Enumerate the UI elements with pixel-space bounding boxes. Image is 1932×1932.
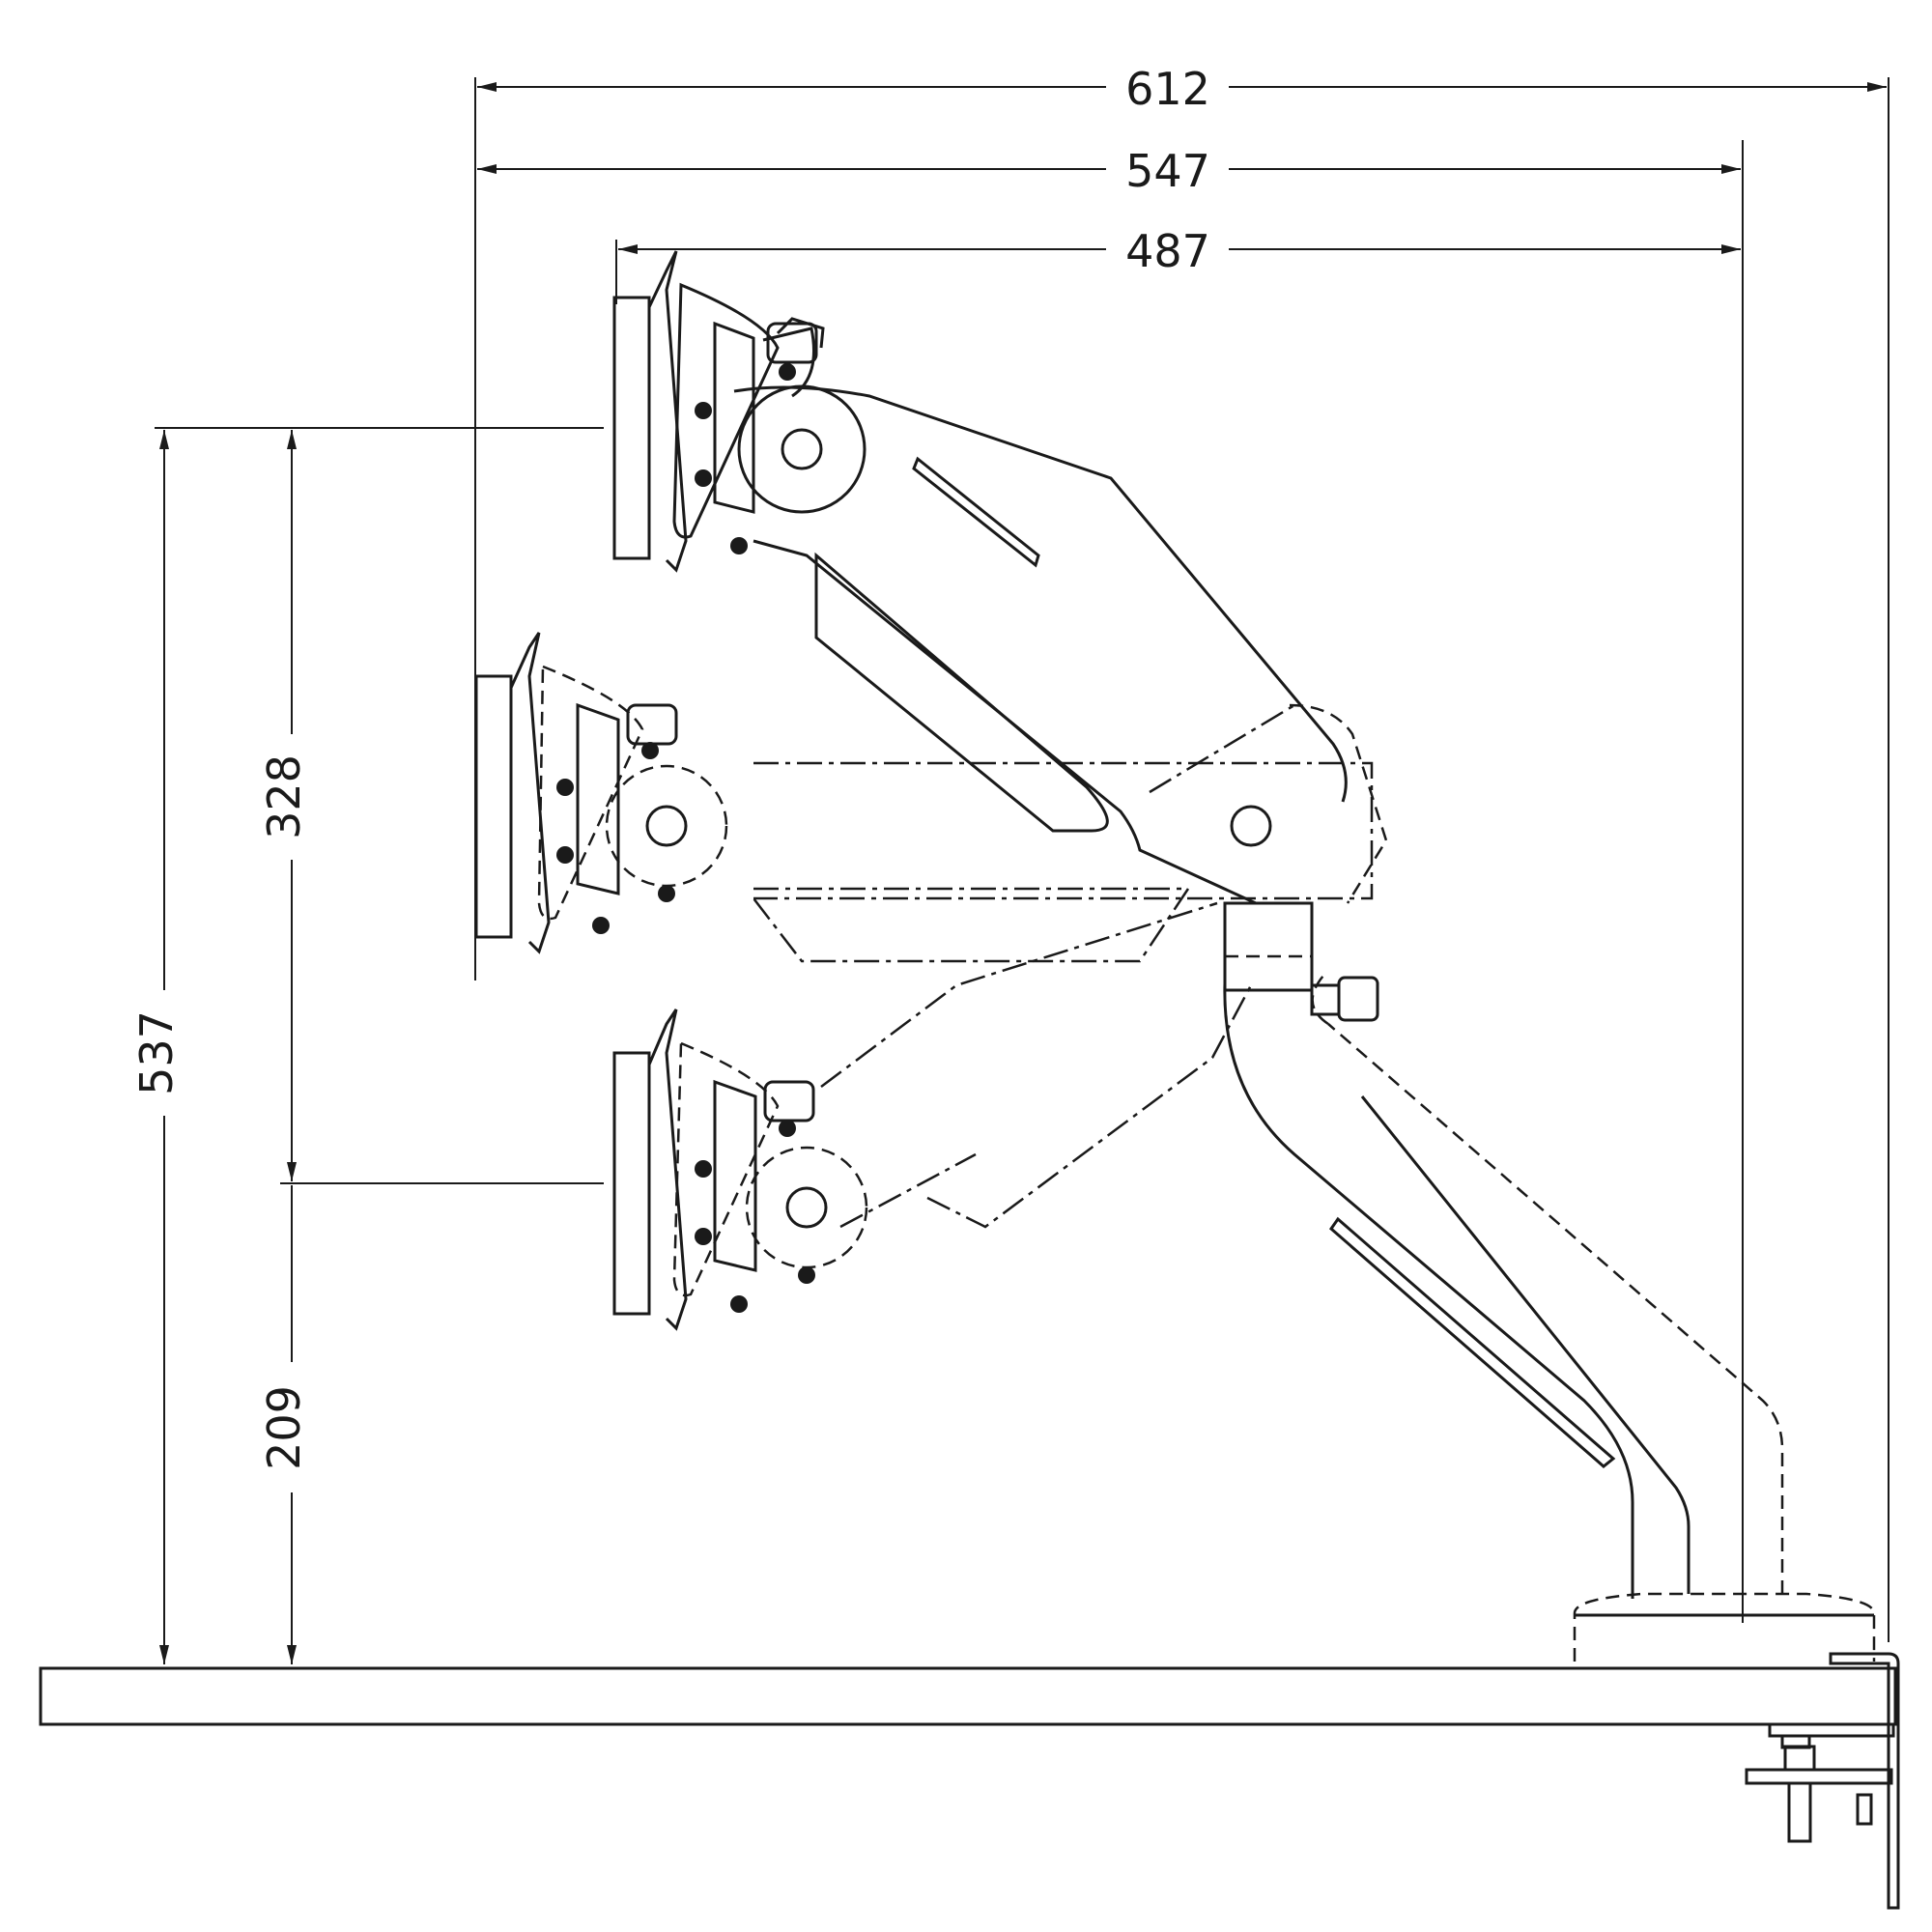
dimension-label-height-range: 328	[258, 754, 310, 839]
arm-position-high	[733, 384, 1348, 905]
vertical-dimensions: 537 328 209	[130, 427, 604, 1664]
dimension-label-height-total: 537	[130, 1010, 183, 1095]
dimension-height-low: 209	[258, 1185, 310, 1664]
dimension-width-mid: 547	[477, 145, 1741, 197]
dimension-height-range: 328	[258, 430, 310, 1181]
dimension-label-width-mid: 547	[1125, 145, 1210, 197]
dimension-label-width-inner: 487	[1125, 225, 1210, 277]
arm-position-low	[745, 901, 1253, 1269]
desk	[39, 1666, 1897, 1726]
dimension-label-width-total: 612	[1125, 63, 1210, 115]
dimension-width-total: 612	[477, 63, 1887, 115]
arm-position-mid	[605, 703, 1388, 963]
dimension-width-inner: 487	[618, 225, 1741, 277]
monitor-head-mid	[474, 632, 678, 954]
monitor-head-high	[612, 250, 825, 573]
base-mount	[1223, 975, 1876, 1662]
monitor-head-low	[612, 1009, 815, 1331]
horizontal-dimensions: 612 547 487	[474, 63, 1889, 1642]
desk-clamp	[1745, 1652, 1900, 1910]
pivot-block	[1223, 901, 1379, 1022]
dimension-label-height-low: 209	[258, 1385, 310, 1470]
dimension-height-total: 537	[130, 430, 183, 1664]
